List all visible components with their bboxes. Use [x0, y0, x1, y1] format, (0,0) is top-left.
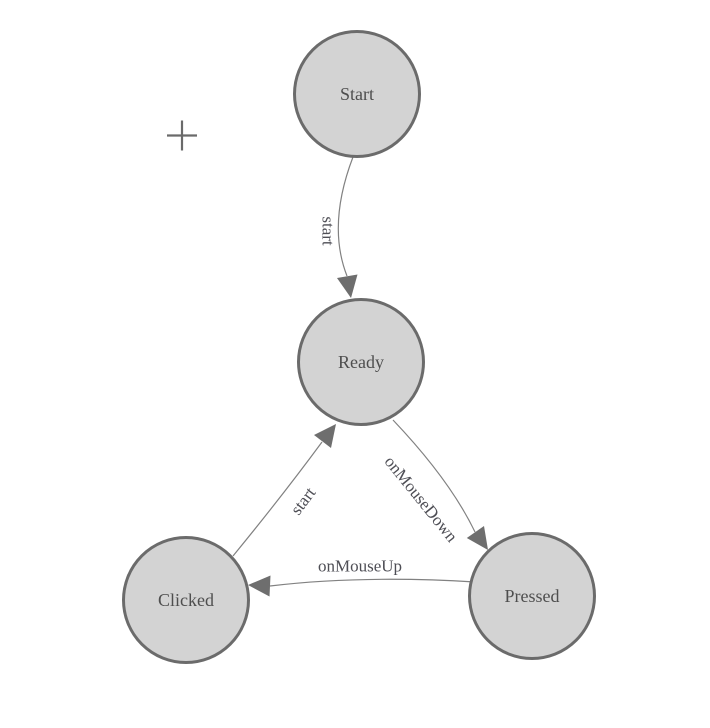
node-pressed: Pressed: [468, 532, 596, 660]
edge-start-to-ready-path[interactable]: [337, 156, 354, 277]
edge-start-to-ready-arrowhead: [337, 274, 358, 298]
edge-clicked-to-ready-arrowhead: [314, 424, 336, 448]
node-clicked-label: Clicked: [158, 590, 214, 610]
node-start: Start: [293, 30, 421, 158]
edge-pressed-to-clicked-arrowhead: [248, 575, 271, 597]
node-pressed-label: Pressed: [505, 586, 560, 606]
node-ready-label: Ready: [338, 352, 384, 372]
node-clicked-circle[interactable]: [122, 536, 250, 664]
node-start-circle[interactable]: [293, 30, 421, 158]
edge-start-to-ready-label: start: [319, 216, 338, 246]
edge-clicked-to-ready-label: start: [287, 483, 320, 518]
plus-icon[interactable]: [167, 120, 197, 151]
edge-ready-to-pressed-label: onMouseDown: [381, 452, 462, 546]
edge-pressed-to-clicked-label: onMouseUp: [318, 557, 402, 576]
edge-pressed-to-clicked: onMouseUp: [248, 557, 476, 597]
edge-ready-to-pressed: onMouseDown: [381, 419, 488, 550]
edge-clicked-to-ready-path[interactable]: [232, 441, 323, 557]
edge-ready-to-pressed-path[interactable]: [392, 419, 476, 533]
node-ready-circle[interactable]: [297, 298, 425, 426]
edge-clicked-to-ready: start: [232, 424, 336, 557]
edge-pressed-to-clicked-path[interactable]: [269, 578, 476, 587]
node-pressed-circle[interactable]: [468, 532, 596, 660]
node-clicked: Clicked: [122, 536, 250, 664]
edge-ready-to-pressed-arrowhead: [466, 526, 488, 550]
node-ready: Ready: [297, 298, 425, 426]
edge-start-to-ready: start: [319, 156, 358, 298]
node-start-label: Start: [340, 84, 374, 104]
